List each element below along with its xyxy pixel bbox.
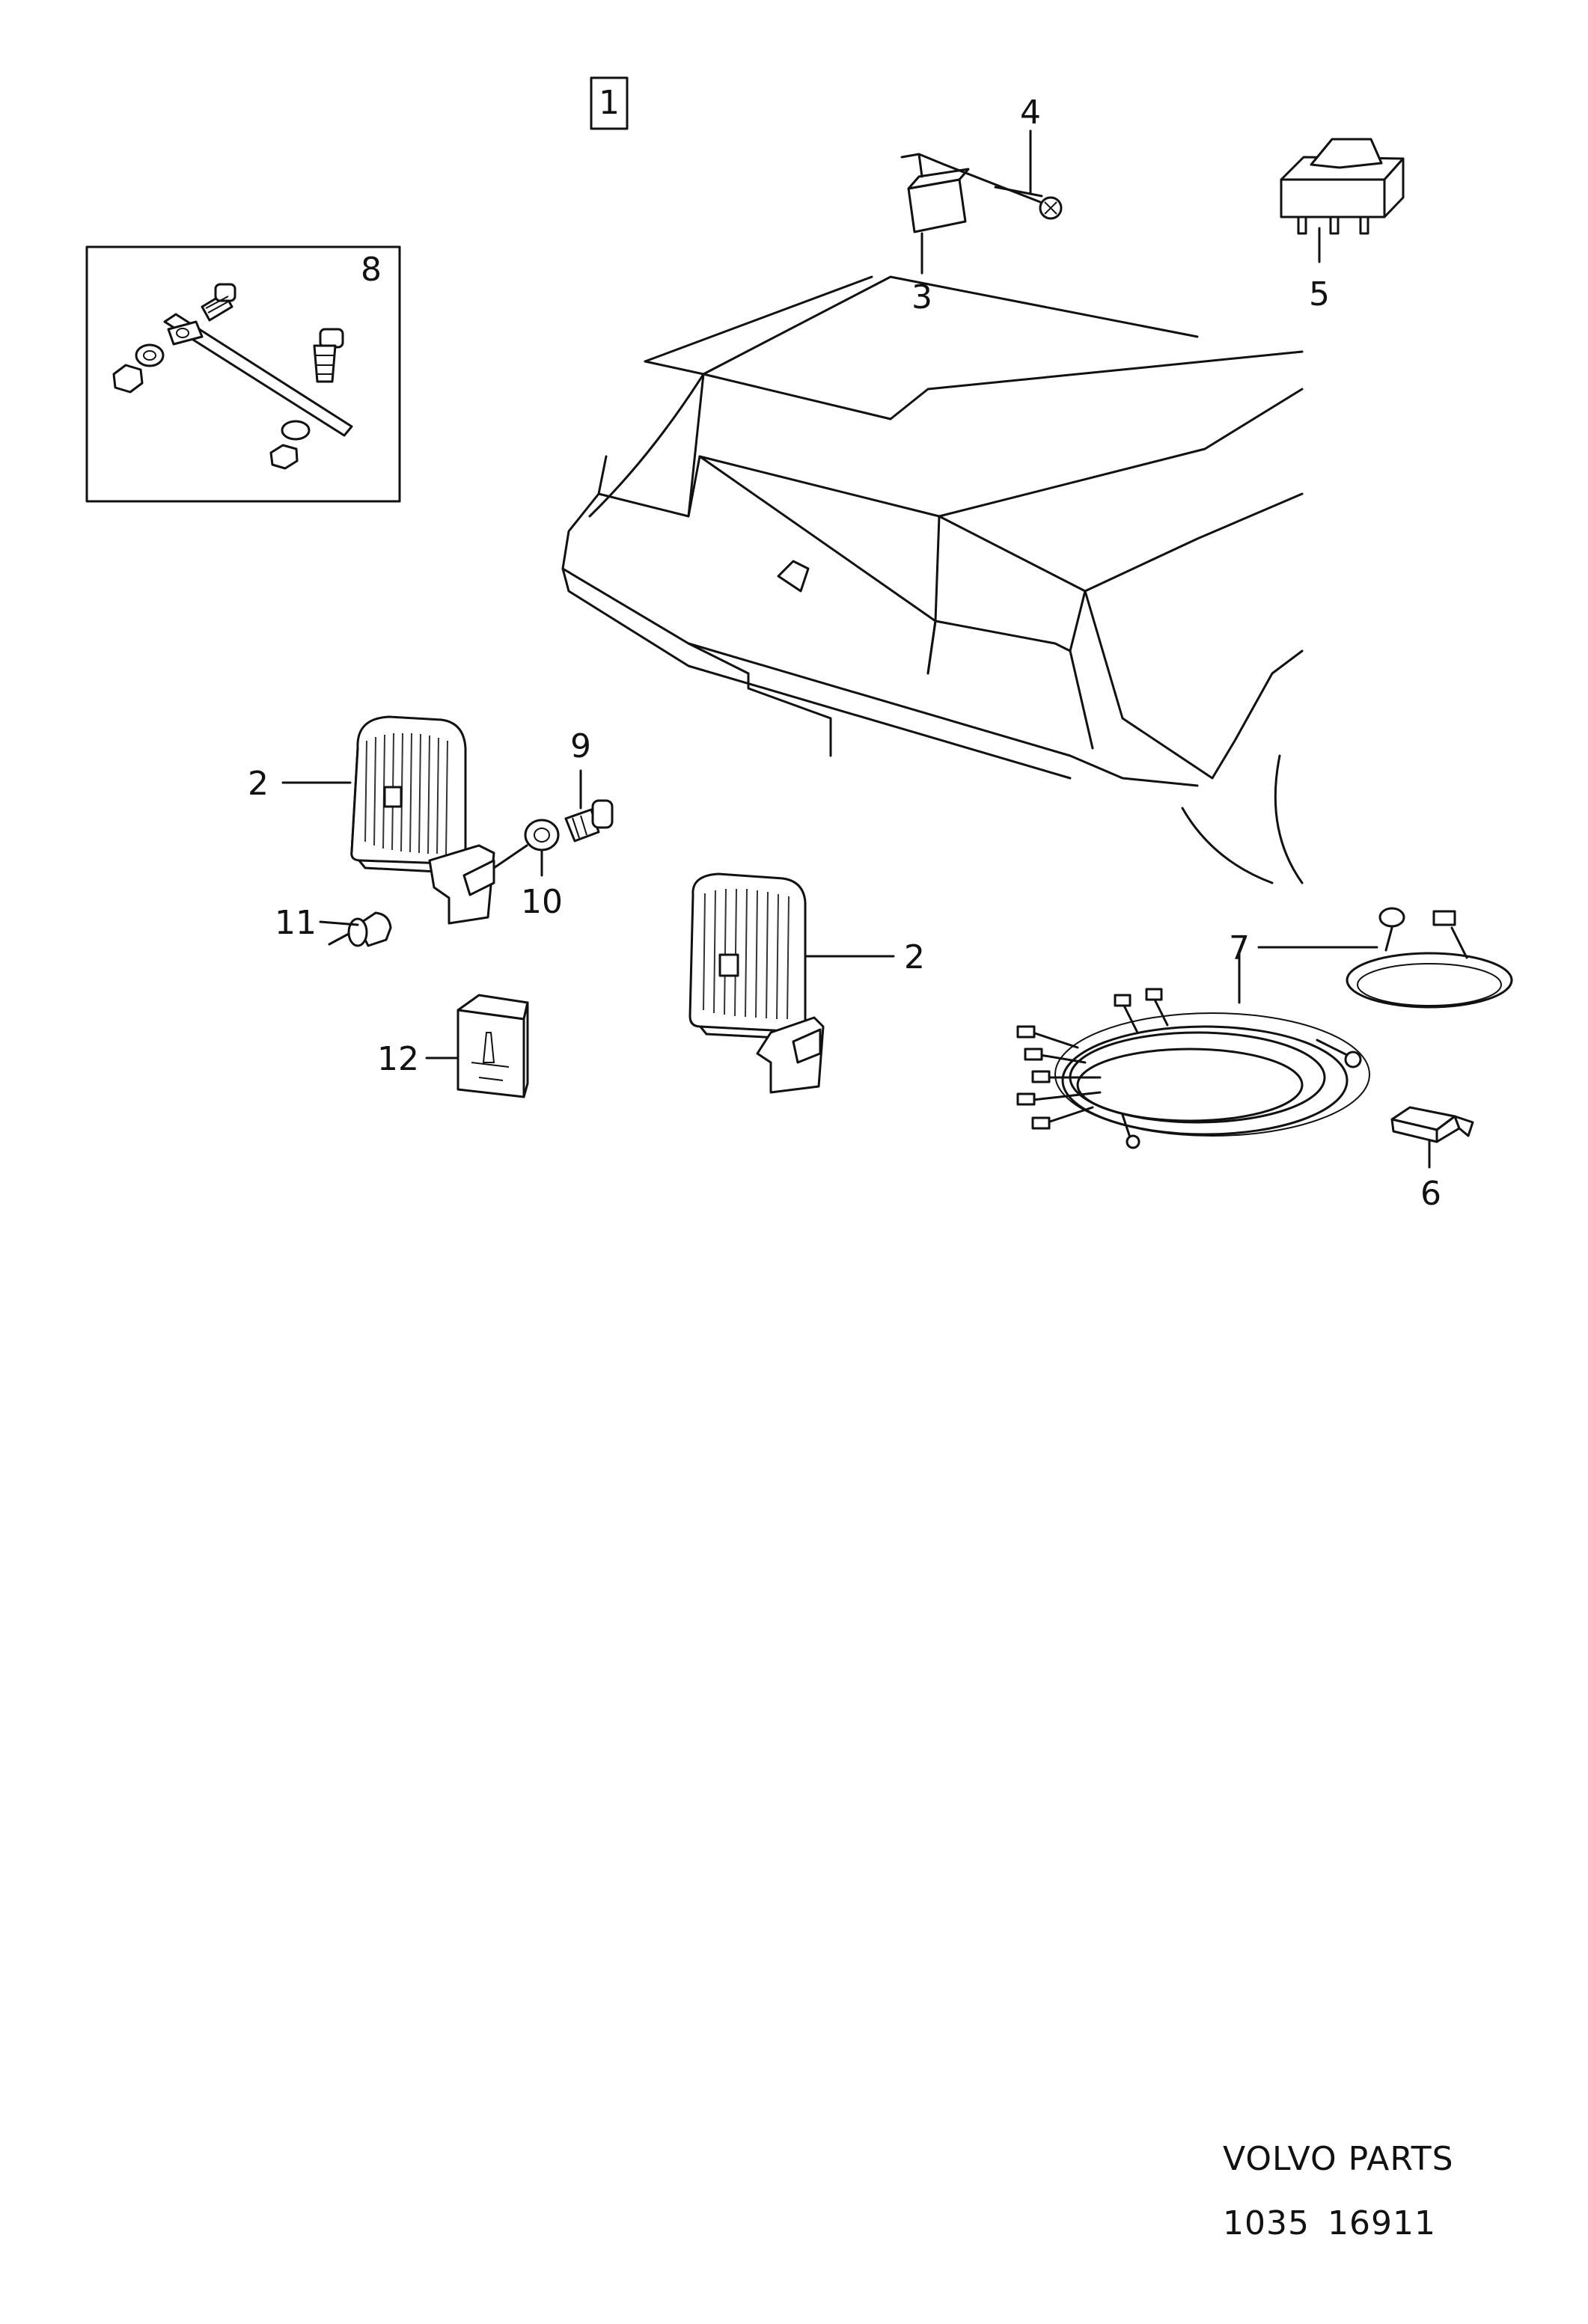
fog-lamp-icon <box>350 715 467 874</box>
mounting-bracket-icon <box>428 844 495 925</box>
callout-4: 4 <box>1020 94 1041 132</box>
footer-brand: VOLVO PARTS <box>1223 2140 1454 2178</box>
connector-icon <box>1390 1106 1474 1143</box>
callout-11: 11 <box>275 904 317 942</box>
washer-icon <box>524 819 560 851</box>
callout-2-right: 2 <box>904 938 925 976</box>
footer-code-b: 16911 <box>1328 2204 1436 2242</box>
group-number: 1 <box>599 84 620 122</box>
callout-7: 7 <box>1229 929 1250 967</box>
fuse-box-icon <box>456 994 529 1098</box>
fog-lamp-icon <box>688 872 807 1040</box>
screw-icon <box>943 163 1063 220</box>
bolt-icon <box>564 799 614 843</box>
rocker-switch-icon <box>1280 138 1405 235</box>
callout-6: 6 <box>1420 1175 1441 1213</box>
inset-box-8: 8 <box>85 245 401 503</box>
callout-12: 12 <box>377 1040 419 1078</box>
mounting-bracket-icon <box>756 1016 825 1094</box>
leader-9-10-line <box>492 844 528 869</box>
leader-11 <box>319 920 359 926</box>
mounting-bracket-icon <box>163 313 353 437</box>
bolt-icon <box>313 328 344 383</box>
nut-icon <box>112 364 299 470</box>
wiring-harness-icon <box>1016 907 1513 1149</box>
callout-5: 5 <box>1309 275 1330 314</box>
car-front-icon <box>561 275 1304 884</box>
footer-code-a: 1035 <box>1223 2204 1310 2242</box>
washer-icon <box>135 343 311 441</box>
callout-10: 10 <box>521 883 563 921</box>
bulb-icon <box>328 911 392 947</box>
group-number-box: 1 <box>590 76 629 130</box>
bolt-icon <box>201 283 236 322</box>
relay-icon <box>900 153 970 233</box>
callout-8: 8 <box>361 251 382 289</box>
callout-9: 9 <box>570 727 591 765</box>
callout-2-left: 2 <box>248 765 269 803</box>
